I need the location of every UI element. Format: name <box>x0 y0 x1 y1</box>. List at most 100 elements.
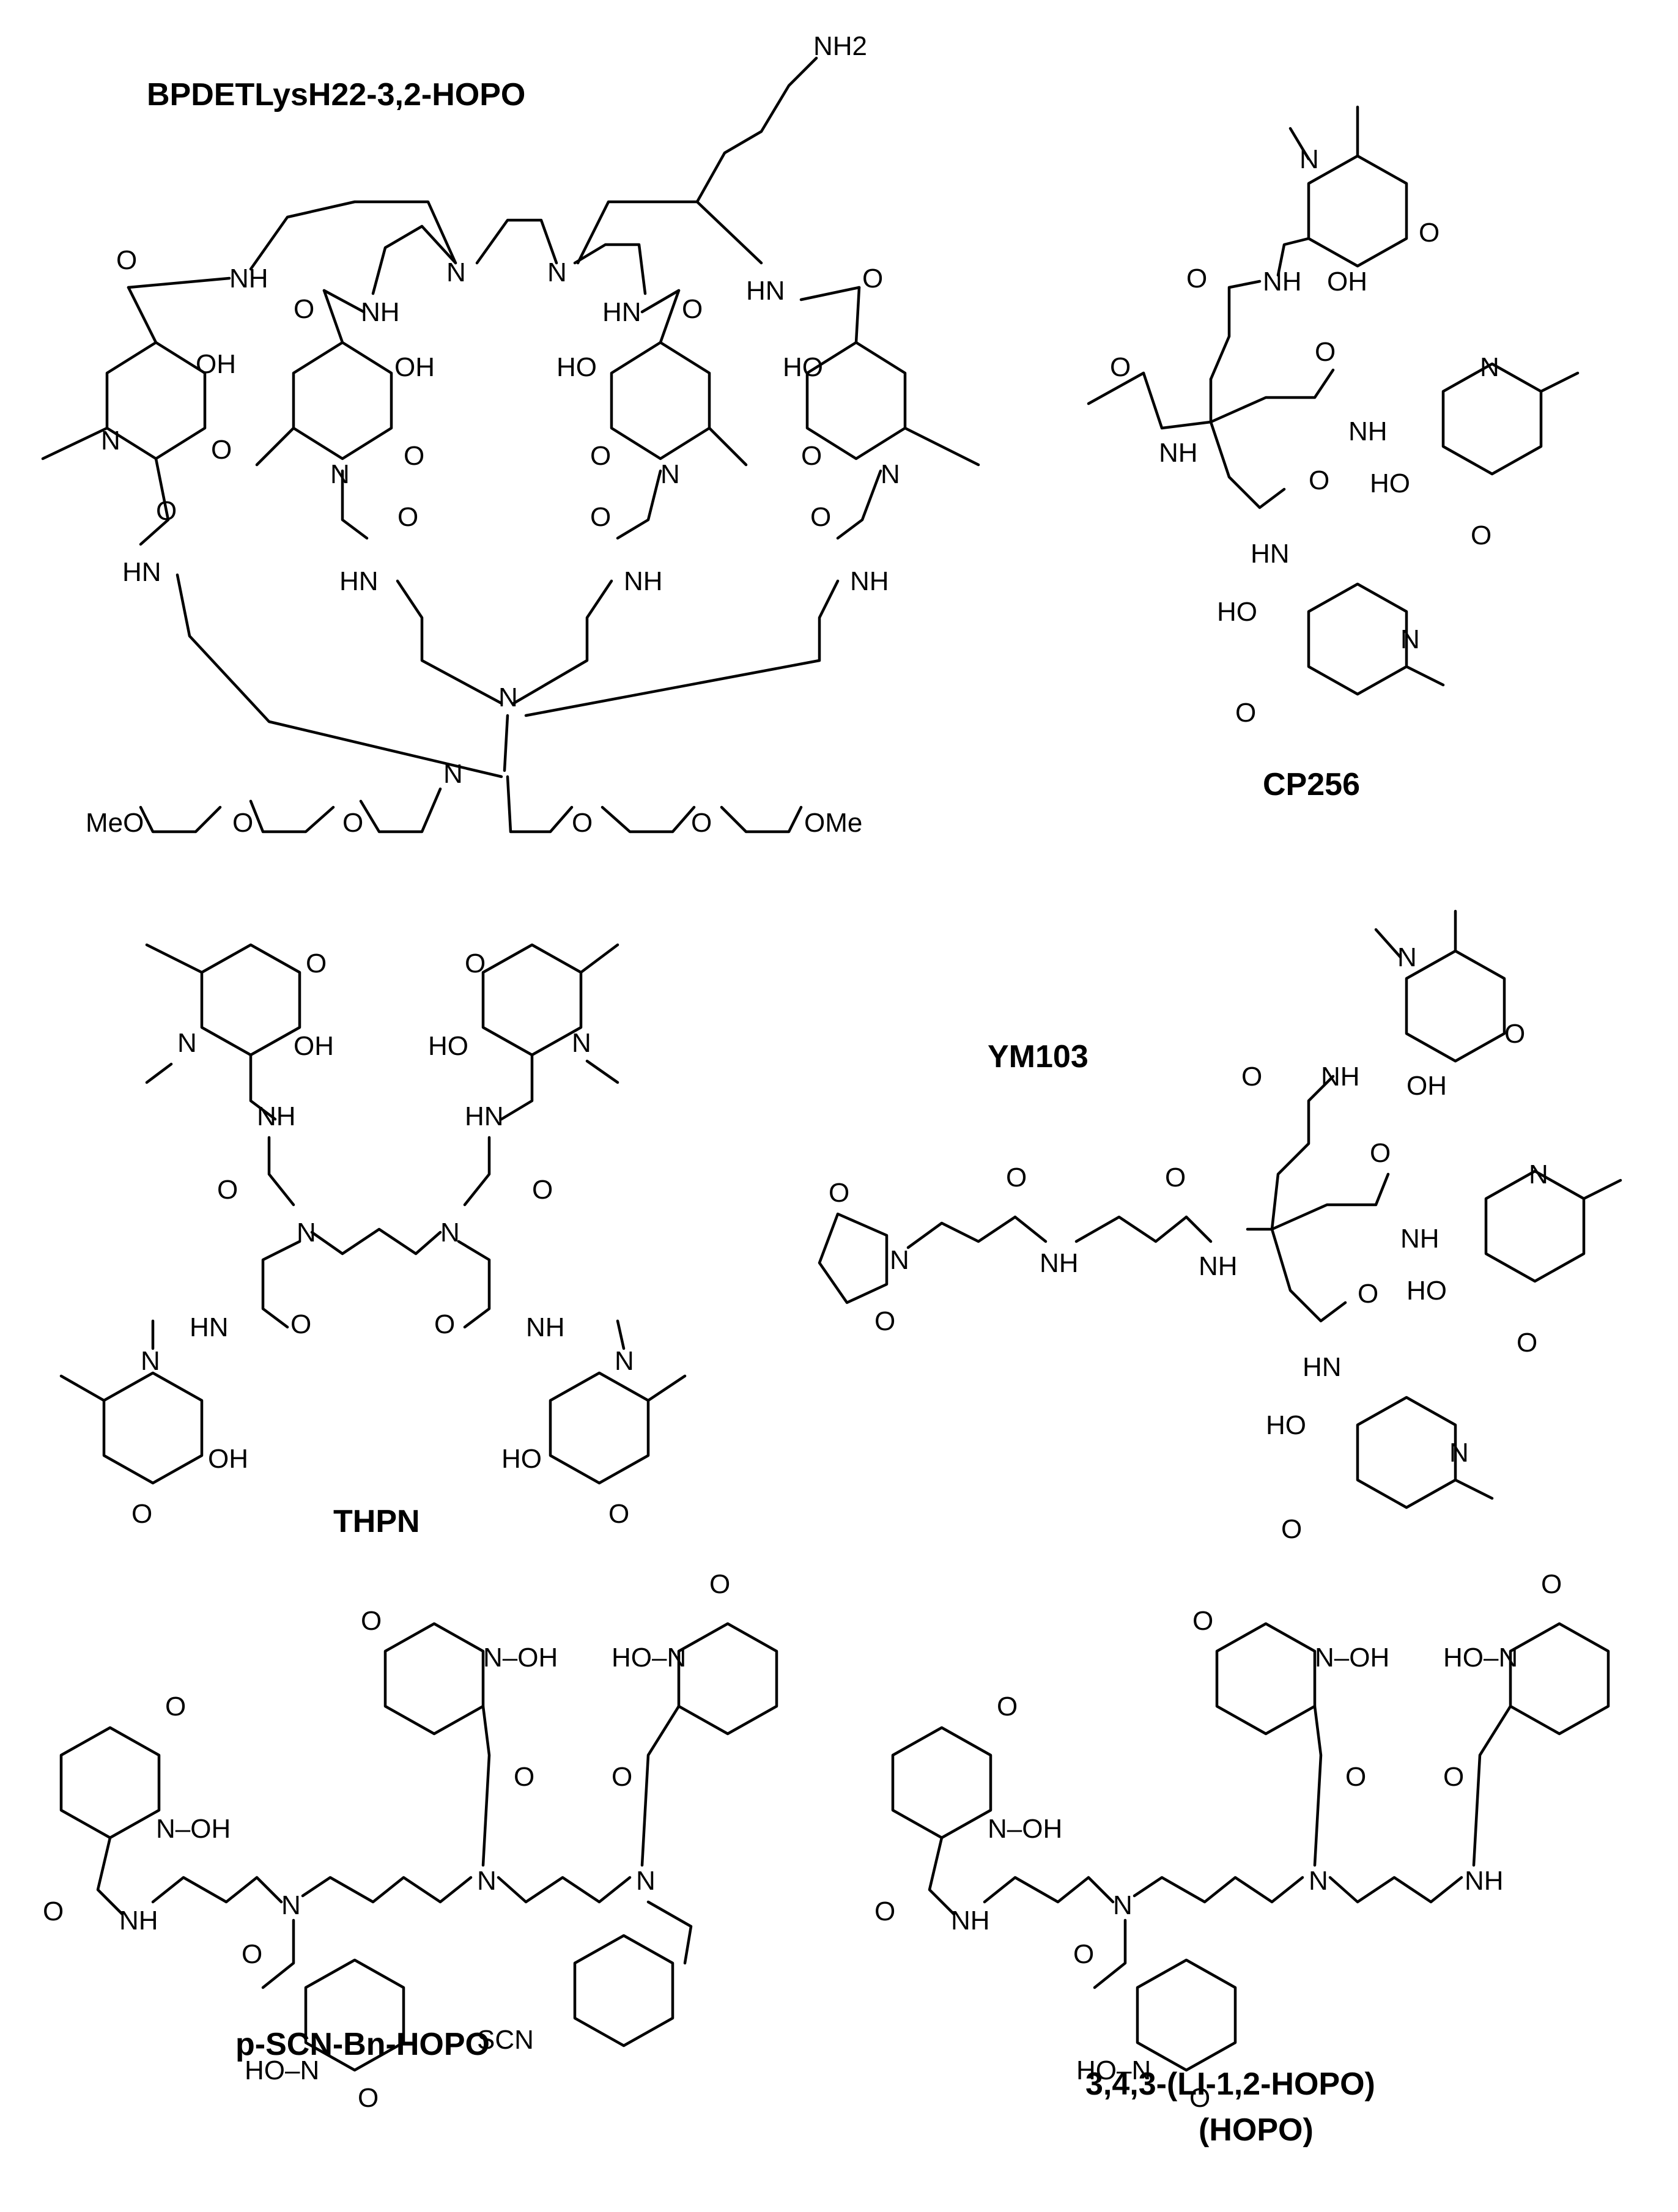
atom-o-peg-left-1: O <box>342 808 363 838</box>
caption-cp256: CP256 <box>1263 767 1360 802</box>
atom-n-oh-pscn-r2: N–OH <box>483 1643 558 1673</box>
atom-o-hopo-r2: O <box>1192 1606 1213 1636</box>
structure-ym103: YM103 O N O O NH O NH O NH N O OH O NH N… <box>818 909 1622 1544</box>
atom-o-thpn-amide-br: O <box>434 1309 455 1339</box>
atom-o-hopo-a1: O <box>874 1896 895 1926</box>
atom-n-backbone-2: N <box>547 257 567 287</box>
atom-o-ring2-amide: O <box>294 294 314 324</box>
atom-ome: OMe <box>804 808 862 838</box>
structure-thpn: THPN O OH N NH O O HO N HN O N N O O HN … <box>59 943 687 1539</box>
atom-o-pscn-r3: O <box>709 1569 730 1599</box>
atom-ho-cp-mid: HO <box>1370 468 1410 498</box>
caption-hopo-2: (HOPO) <box>1199 2112 1314 2148</box>
atom-o-maleimide-top: O <box>829 1178 849 1208</box>
atom-nh-ring4-side: NH <box>850 566 889 596</box>
atom-hn-cp-bottom: HN <box>1251 539 1290 569</box>
atom-hn-ym-bottom: HN <box>1303 1352 1342 1382</box>
atom-o-ym-bot-amide: O <box>1358 1279 1378 1309</box>
atom-o-pscn-a3: O <box>612 1762 632 1792</box>
atom-nh-cp-mid: NH <box>1348 416 1388 446</box>
atom-n-hopo-1: N <box>1113 1890 1133 1920</box>
atom-nh-ym-mid: NH <box>1400 1224 1440 1254</box>
atom-o-ym-top-amide: O <box>1241 1062 1262 1092</box>
atom-o-ym-mid-ring: O <box>1517 1328 1537 1358</box>
atom-o-peg-right-2: O <box>691 808 712 838</box>
atom-n-maleimide: N <box>890 1245 909 1275</box>
atom-o-pscn-a2: O <box>514 1762 534 1792</box>
atom-o-thpn-amide-bl: O <box>290 1309 311 1339</box>
structure-cp256: CP256 N O OH NH O O NH O NH N HO O O HN … <box>1087 105 1580 802</box>
atom-o-thpn-tr: O <box>465 949 486 978</box>
atom-o-hopo-a4: O <box>1073 1939 1094 1969</box>
atom-o-ring4-amide: O <box>862 264 883 294</box>
atom-o-ym-top-ring: O <box>1504 1019 1525 1049</box>
caption-bpdet: BPDETLysH22-3,2-HOPO <box>147 77 525 113</box>
atom-n-core-lower: N <box>443 759 463 789</box>
atom-n-thpn-tl: N <box>177 1028 197 1058</box>
atom-o-ring1-amide: O <box>116 245 137 275</box>
atom-meo: MeO <box>86 808 144 838</box>
atom-hn-top-3: HN <box>602 297 641 327</box>
atom-nh-ym-1: NH <box>1040 1248 1079 1278</box>
atom-o-ring4-keto: O <box>801 441 822 471</box>
atom-nh-cp-top: NH <box>1263 267 1302 297</box>
atom-oh-thpn-tl: OH <box>294 1031 334 1061</box>
atom-o-ym-amide1: O <box>1006 1163 1027 1193</box>
atom-n-ym-mid: N <box>1529 1160 1548 1189</box>
atom-o-cp-amide3: O <box>1309 465 1329 495</box>
atom-ho-thpn-br: HO <box>501 1444 542 1474</box>
atom-n-pscn-2: N <box>477 1866 497 1896</box>
atom-oh-ring1: OH <box>196 349 236 379</box>
atom-o-ring2-side: O <box>397 502 418 532</box>
atom-nh2: NH2 <box>813 31 867 61</box>
atom-n-pscn-1: N <box>281 1890 301 1920</box>
atom-o-pscn-r2: O <box>361 1606 382 1636</box>
atom-n-ring4: N <box>881 459 900 489</box>
atom-n-ym-bottom: N <box>1449 1438 1469 1468</box>
atom-o-cp-amide1: O <box>1186 264 1207 294</box>
caption-thpn: THPN <box>333 1504 420 1539</box>
atom-o-cp-bottom: O <box>1235 698 1256 728</box>
atom-ho-n-hopo-r4: HO–N <box>1076 2055 1151 2085</box>
atom-ho-ym-mid: HO <box>1406 1276 1447 1306</box>
atom-o-cp-amide2: O <box>1315 337 1336 367</box>
atom-ho-ring3: HO <box>556 352 597 382</box>
atom-o-cp-top: O <box>1419 218 1440 248</box>
atom-nh-pscn-1: NH <box>119 1906 158 1936</box>
atom-o-ym-amide2: O <box>1165 1163 1186 1193</box>
atom-n-ring3: N <box>660 459 680 489</box>
atom-o-thpn-amide-tr: O <box>532 1175 553 1205</box>
atom-nh-hopo-2: NH <box>1465 1866 1504 1896</box>
atom-n-ring2: N <box>330 459 350 489</box>
atom-o-thpn-tl: O <box>306 949 327 978</box>
atom-hn-thpn-bl: HN <box>190 1312 229 1342</box>
atom-n-oh-hopo-r1: N–OH <box>988 1814 1062 1844</box>
atom-n-thpn-tr: N <box>572 1028 591 1058</box>
atom-n-thpn-right: N <box>440 1218 460 1248</box>
atom-o-ring1-keto: O <box>211 435 232 465</box>
caption-hopo-1: 3,4,3-(LI-1,2-HOPO) <box>1085 2066 1375 2102</box>
atom-o-thpn-amide-tl: O <box>217 1175 238 1205</box>
atom-o-peg-left-2: O <box>232 808 253 838</box>
atom-o-ring3-keto: O <box>590 441 611 471</box>
atom-nh-hopo-1: NH <box>951 1906 990 1936</box>
atom-o-hopo-r4: O <box>1189 2083 1210 2113</box>
atom-hn-ring2-side: HN <box>339 566 379 596</box>
atom-n-pscn-3: N <box>636 1866 656 1896</box>
atom-o-pscn-a1: O <box>43 1896 64 1926</box>
atom-nh-ring3-side: NH <box>624 566 663 596</box>
atom-oh-thpn-bl: OH <box>208 1444 248 1474</box>
atom-ho-cp-bottom: HO <box>1217 597 1257 627</box>
atom-o-pscn-r1: O <box>165 1692 186 1722</box>
atom-ho-ring4: HO <box>783 352 823 382</box>
atom-o-pscn-a4: O <box>242 1939 262 1969</box>
atom-n-thpn-bl: N <box>141 1346 160 1376</box>
structure-343-li-hopo: 3,4,3-(LI-1,2-HOPO) (HOPO) O N–OH O NH N… <box>874 1569 1610 2148</box>
caption-pscn: p-SCN-Bn-HOPO <box>235 2027 490 2062</box>
structure-bpdetlysh22-hopo: BPDETLysH22-3,2-HOPO NH2 N N NH NH HN HN… <box>41 31 980 838</box>
atom-o-peg-right-1: O <box>572 808 593 838</box>
atom-ho-n-pscn-r3: HO–N <box>612 1643 686 1673</box>
atom-o-ring4-side: O <box>810 502 831 532</box>
atom-o-hopo-r3: O <box>1541 1569 1562 1599</box>
